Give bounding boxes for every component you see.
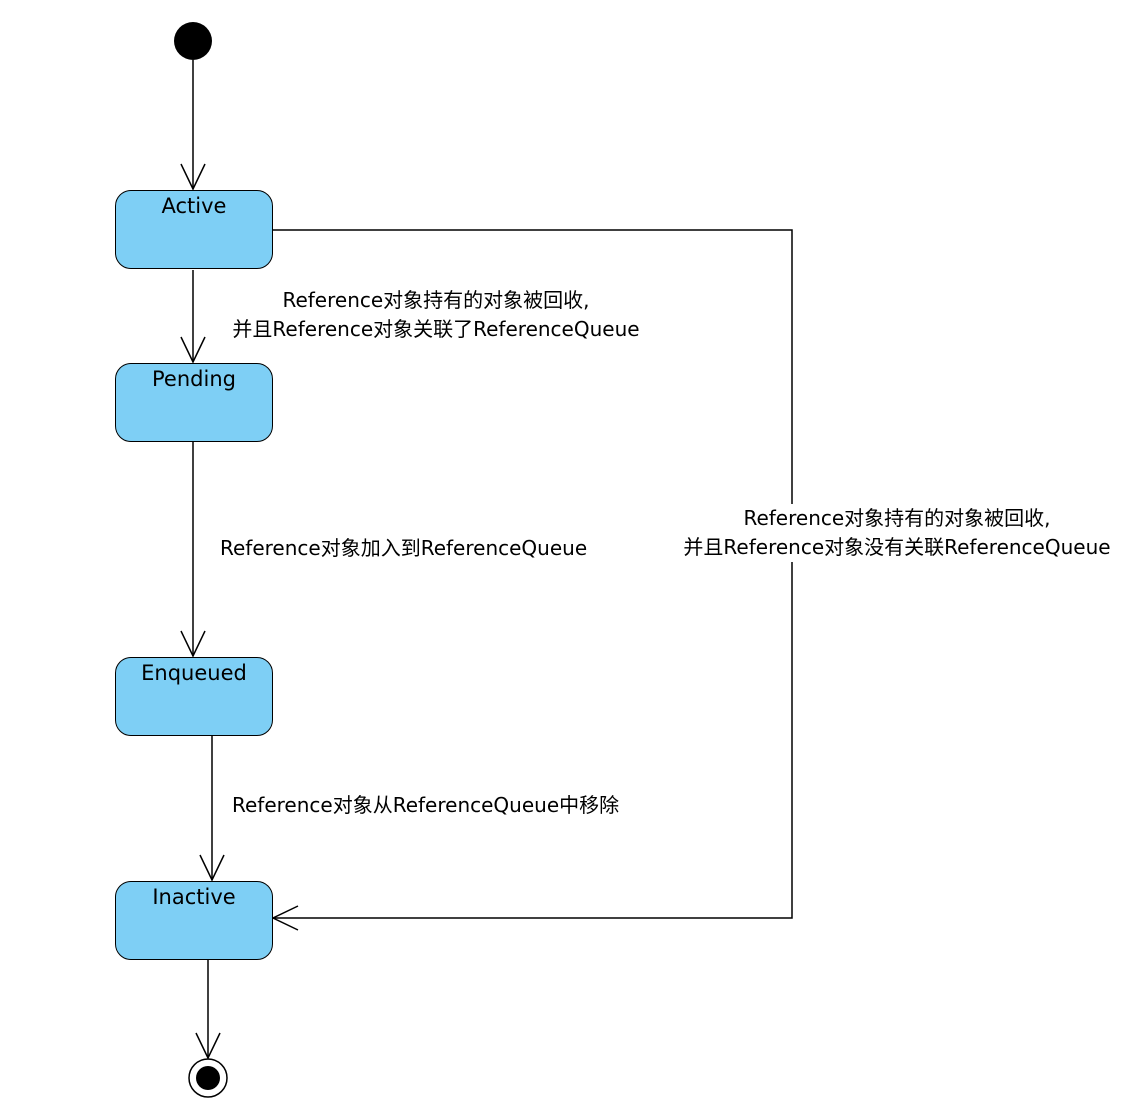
- arrowhead-down-icon: [180, 630, 206, 658]
- arrowhead-down-icon: [180, 163, 206, 191]
- state-pending-label: Pending: [152, 367, 236, 391]
- state-active-label: Active: [161, 194, 227, 218]
- label-line: Reference对象从ReferenceQueue中移除: [232, 793, 620, 817]
- state-enqueued-label: Enqueued: [141, 661, 247, 685]
- transition-active-pending-label: Reference对象持有的对象被回收, 并且Reference对象关联了Ref…: [220, 286, 652, 344]
- initial-state-node: [174, 22, 212, 60]
- label-line: Reference对象持有的对象被回收,: [743, 506, 1051, 530]
- label-line: 并且Reference对象没有关联ReferenceQueue: [683, 535, 1111, 559]
- state-enqueued: Enqueued: [115, 657, 273, 736]
- arrowhead-down-icon: [180, 336, 206, 364]
- transition-active-inactive-label: Reference对象持有的对象被回收, 并且Reference对象没有关联Re…: [666, 504, 1128, 562]
- state-active: Active: [115, 190, 273, 269]
- state-inactive-label: Inactive: [152, 885, 236, 909]
- label-line: Reference对象加入到ReferenceQueue: [220, 536, 588, 560]
- final-state-node: [196, 1066, 220, 1090]
- label-line: 并且Reference对象关联了ReferenceQueue: [232, 317, 640, 341]
- arrowhead-left-icon: [271, 905, 299, 931]
- state-inactive: Inactive: [115, 881, 273, 960]
- arrowhead-down-icon: [195, 1032, 221, 1060]
- arrowhead-down-icon: [199, 854, 225, 882]
- transition-enqueued-inactive-label: Reference对象从ReferenceQueue中移除: [232, 791, 619, 820]
- transition-pending-enqueued-label: Reference对象加入到ReferenceQueue: [220, 534, 587, 563]
- transition-active-inactive-line: [273, 229, 793, 919]
- label-line: Reference对象持有的对象被回收,: [282, 288, 590, 312]
- state-pending: Pending: [115, 363, 273, 442]
